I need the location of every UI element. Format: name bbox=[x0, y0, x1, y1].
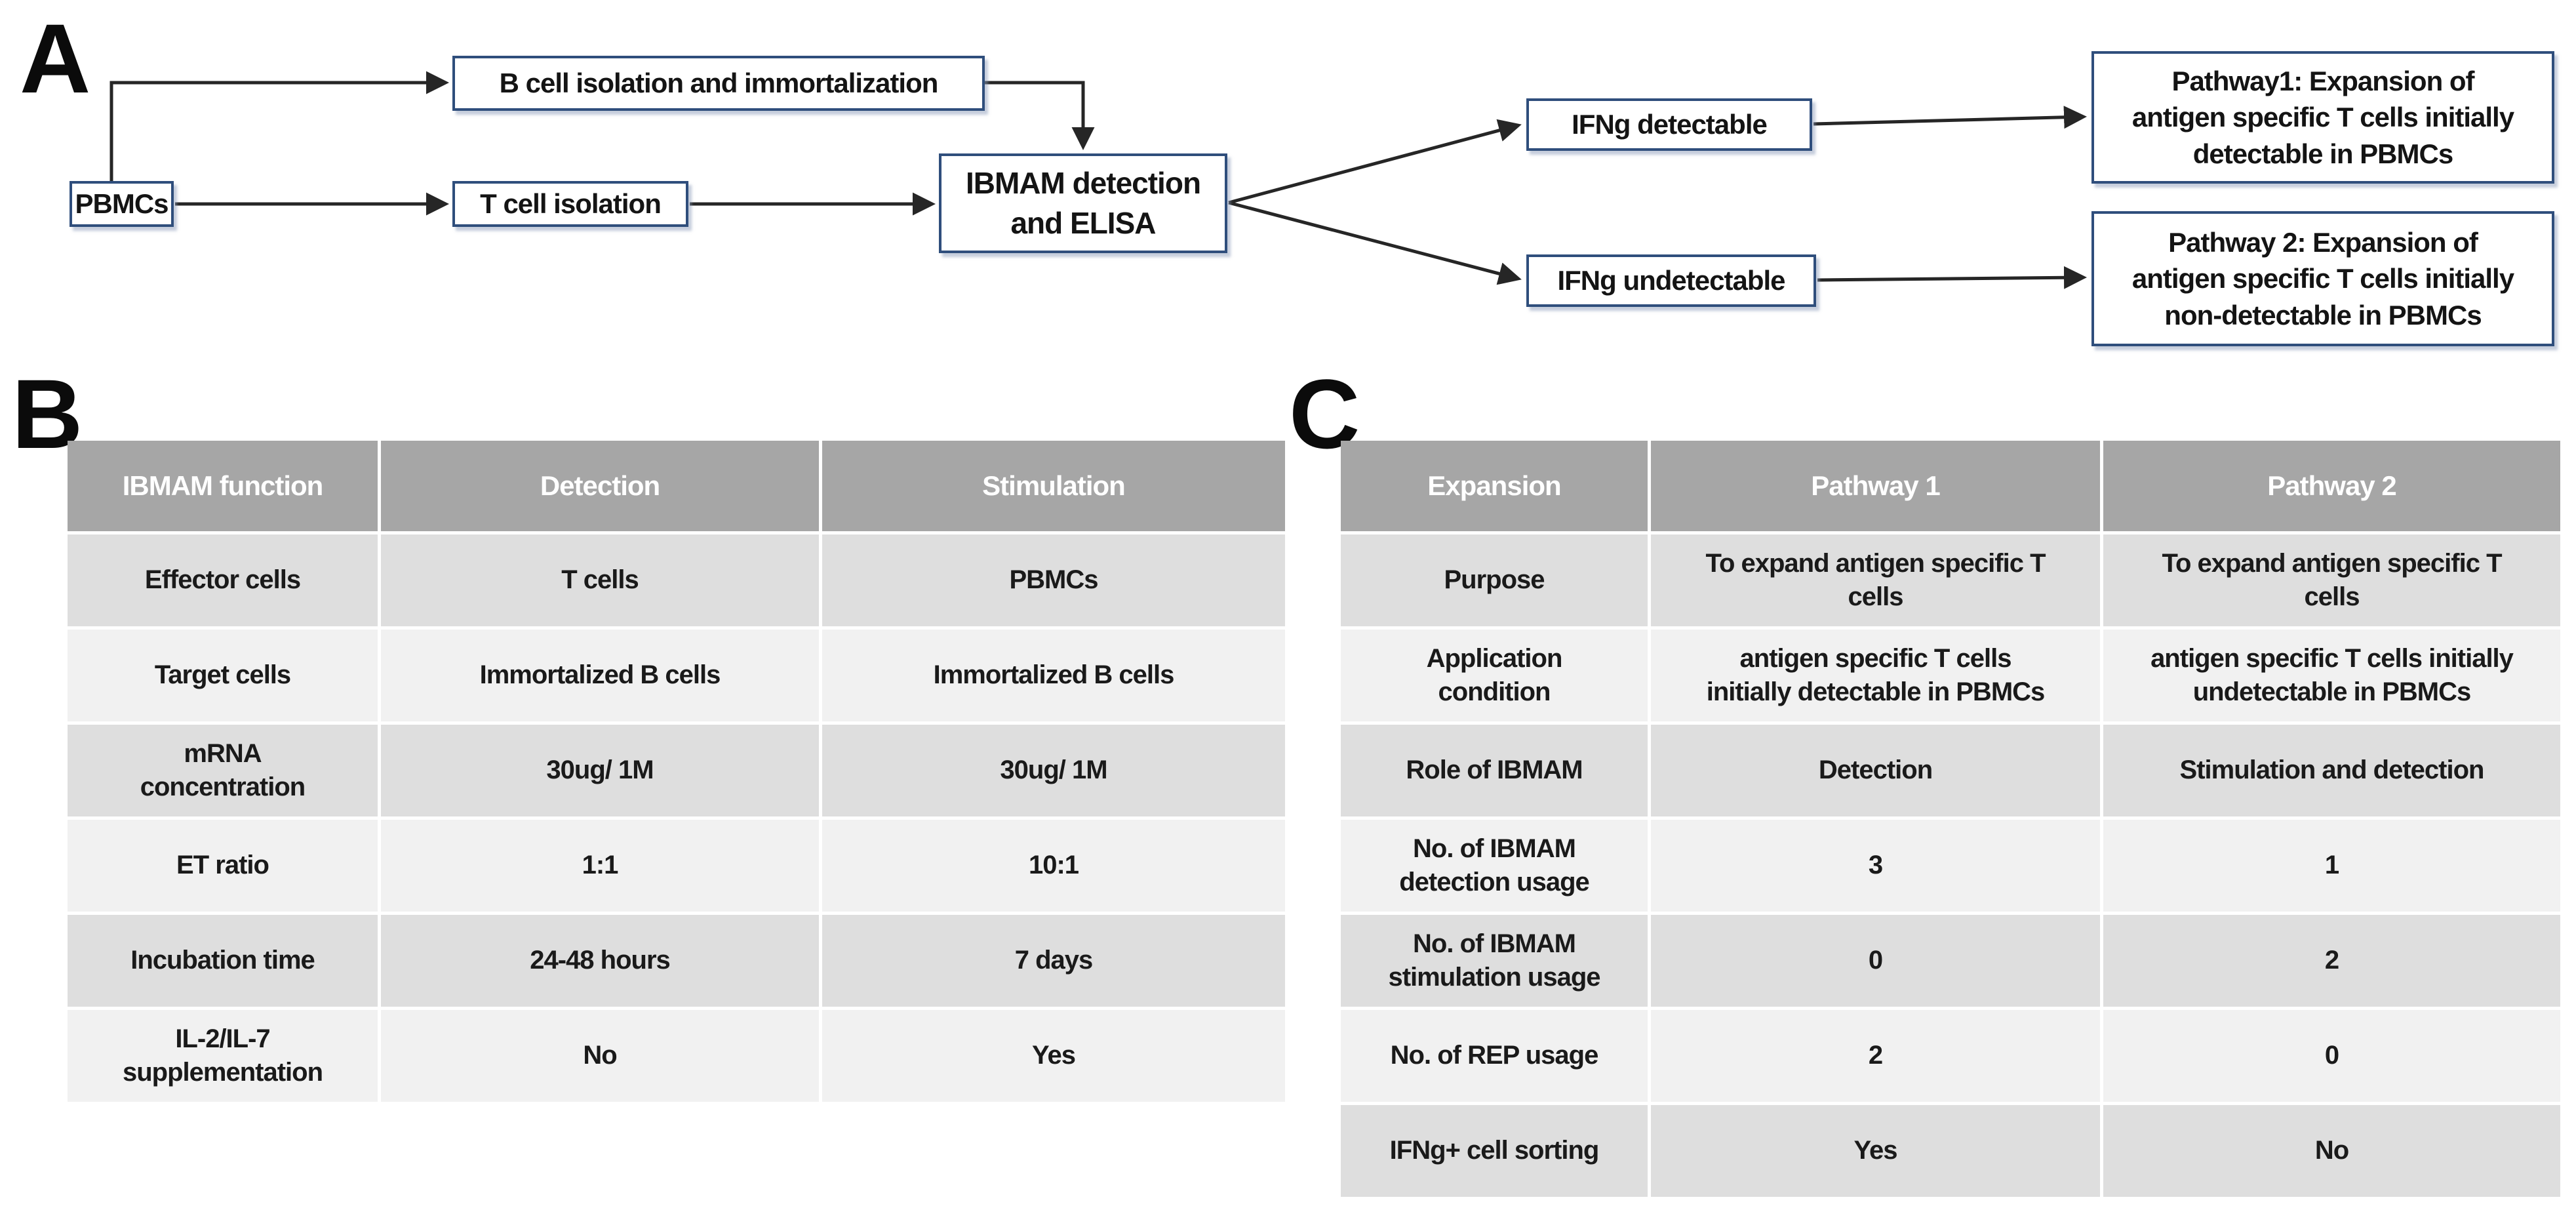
edge-ifng-undetectable-pathway2 bbox=[1817, 266, 2087, 289]
table-cell: antigen specific T cells initially undet… bbox=[2103, 630, 2560, 721]
flow-node-ibmam-detection: IBMAM detection and ELISA bbox=[939, 153, 1227, 253]
row-header-cell: Role of IBMAM bbox=[1341, 725, 1648, 816]
table-cell: Stimulation and detection bbox=[2103, 725, 2560, 816]
table-cell: Immortalized B cells bbox=[381, 630, 819, 721]
table-cell: 2 bbox=[1651, 1010, 2100, 1102]
row-header-cell: IL-2/IL-7 supplementation bbox=[68, 1010, 378, 1102]
edge-ibmam-ifng-undetectable bbox=[1228, 201, 1522, 285]
table-cell: 30ug/ 1M bbox=[822, 725, 1285, 816]
table-cell: 0 bbox=[1651, 915, 2100, 1007]
table-cell: No bbox=[381, 1010, 819, 1102]
table-cell: 3 bbox=[1651, 820, 2100, 912]
table-cell: Yes bbox=[822, 1010, 1285, 1102]
edge-bcell-ibmam bbox=[985, 81, 1095, 150]
flow-node-ifng-detectable: IFNg detectable bbox=[1526, 98, 1812, 151]
column-header: Expansion bbox=[1341, 441, 1648, 531]
table-cell: Yes bbox=[1651, 1105, 2100, 1197]
flow-node-b-cell-isolation: B cell isolation and immortalization bbox=[452, 56, 985, 111]
table-cell: 1 bbox=[2103, 820, 2560, 912]
row-header-cell: No. of IBMAM stimulation usage bbox=[1341, 915, 1648, 1007]
column-header: Pathway 1 bbox=[1651, 441, 2100, 531]
table-cell: Detection bbox=[1651, 725, 2100, 816]
flow-node-t-cell-isolation: T cell isolation bbox=[452, 181, 688, 227]
table-cell: 7 days bbox=[822, 915, 1285, 1007]
row-header-cell: Purpose bbox=[1341, 534, 1648, 626]
edge-ifng-detectable-pathway1 bbox=[1813, 106, 2087, 129]
table-cell: To expand antigen specific T cells bbox=[1651, 534, 2100, 626]
table-cell: 2 bbox=[2103, 915, 2560, 1007]
row-header-cell: No. of REP usage bbox=[1341, 1010, 1648, 1102]
edge-ibmam-ifng-detectable bbox=[1228, 119, 1522, 205]
flow-node-pbmcs: PBMCs bbox=[69, 181, 174, 227]
row-header-cell: ET ratio bbox=[68, 820, 378, 912]
row-header-cell: Target cells bbox=[68, 630, 378, 721]
row-header-cell: No. of IBMAM detection usage bbox=[1341, 820, 1648, 912]
table-cell: No bbox=[2103, 1105, 2560, 1197]
table-cell: 10:1 bbox=[822, 820, 1285, 912]
flow-node-ifng-undetectable: IFNg undetectable bbox=[1526, 254, 1816, 307]
flow-node-pathway2: Pathway 2: Expansion of antigen specific… bbox=[2091, 211, 2554, 346]
table-cell: 30ug/ 1M bbox=[381, 725, 819, 816]
row-header-cell: mRNA concentration bbox=[68, 725, 378, 816]
flow-node-pathway1: Pathway1: Expansion of antigen specific … bbox=[2091, 51, 2554, 184]
column-header: Pathway 2 bbox=[2103, 441, 2560, 531]
row-header-cell: IFNg+ cell sorting bbox=[1341, 1105, 1648, 1197]
table-cell: To expand antigen specific T cells bbox=[2103, 534, 2560, 626]
table-cell: T cells bbox=[381, 534, 819, 626]
edge-pbmcs-bcell bbox=[109, 71, 449, 182]
table-cell: 24-48 hours bbox=[381, 915, 819, 1007]
panel-a-label: A bbox=[20, 3, 90, 113]
column-header: Detection bbox=[381, 441, 819, 531]
table-cell: PBMCs bbox=[822, 534, 1285, 626]
column-header: IBMAM function bbox=[68, 441, 378, 531]
table-cell: 1:1 bbox=[381, 820, 819, 912]
table-cell: Immortalized B cells bbox=[822, 630, 1285, 721]
row-header-cell: Incubation time bbox=[68, 915, 378, 1007]
row-header-cell: Application condition bbox=[1341, 630, 1648, 721]
column-header: Stimulation bbox=[822, 441, 1285, 531]
row-header-cell: Effector cells bbox=[68, 534, 378, 626]
table-cell: 0 bbox=[2103, 1010, 2560, 1102]
table-cell: antigen specific T cells initially detec… bbox=[1651, 630, 2100, 721]
